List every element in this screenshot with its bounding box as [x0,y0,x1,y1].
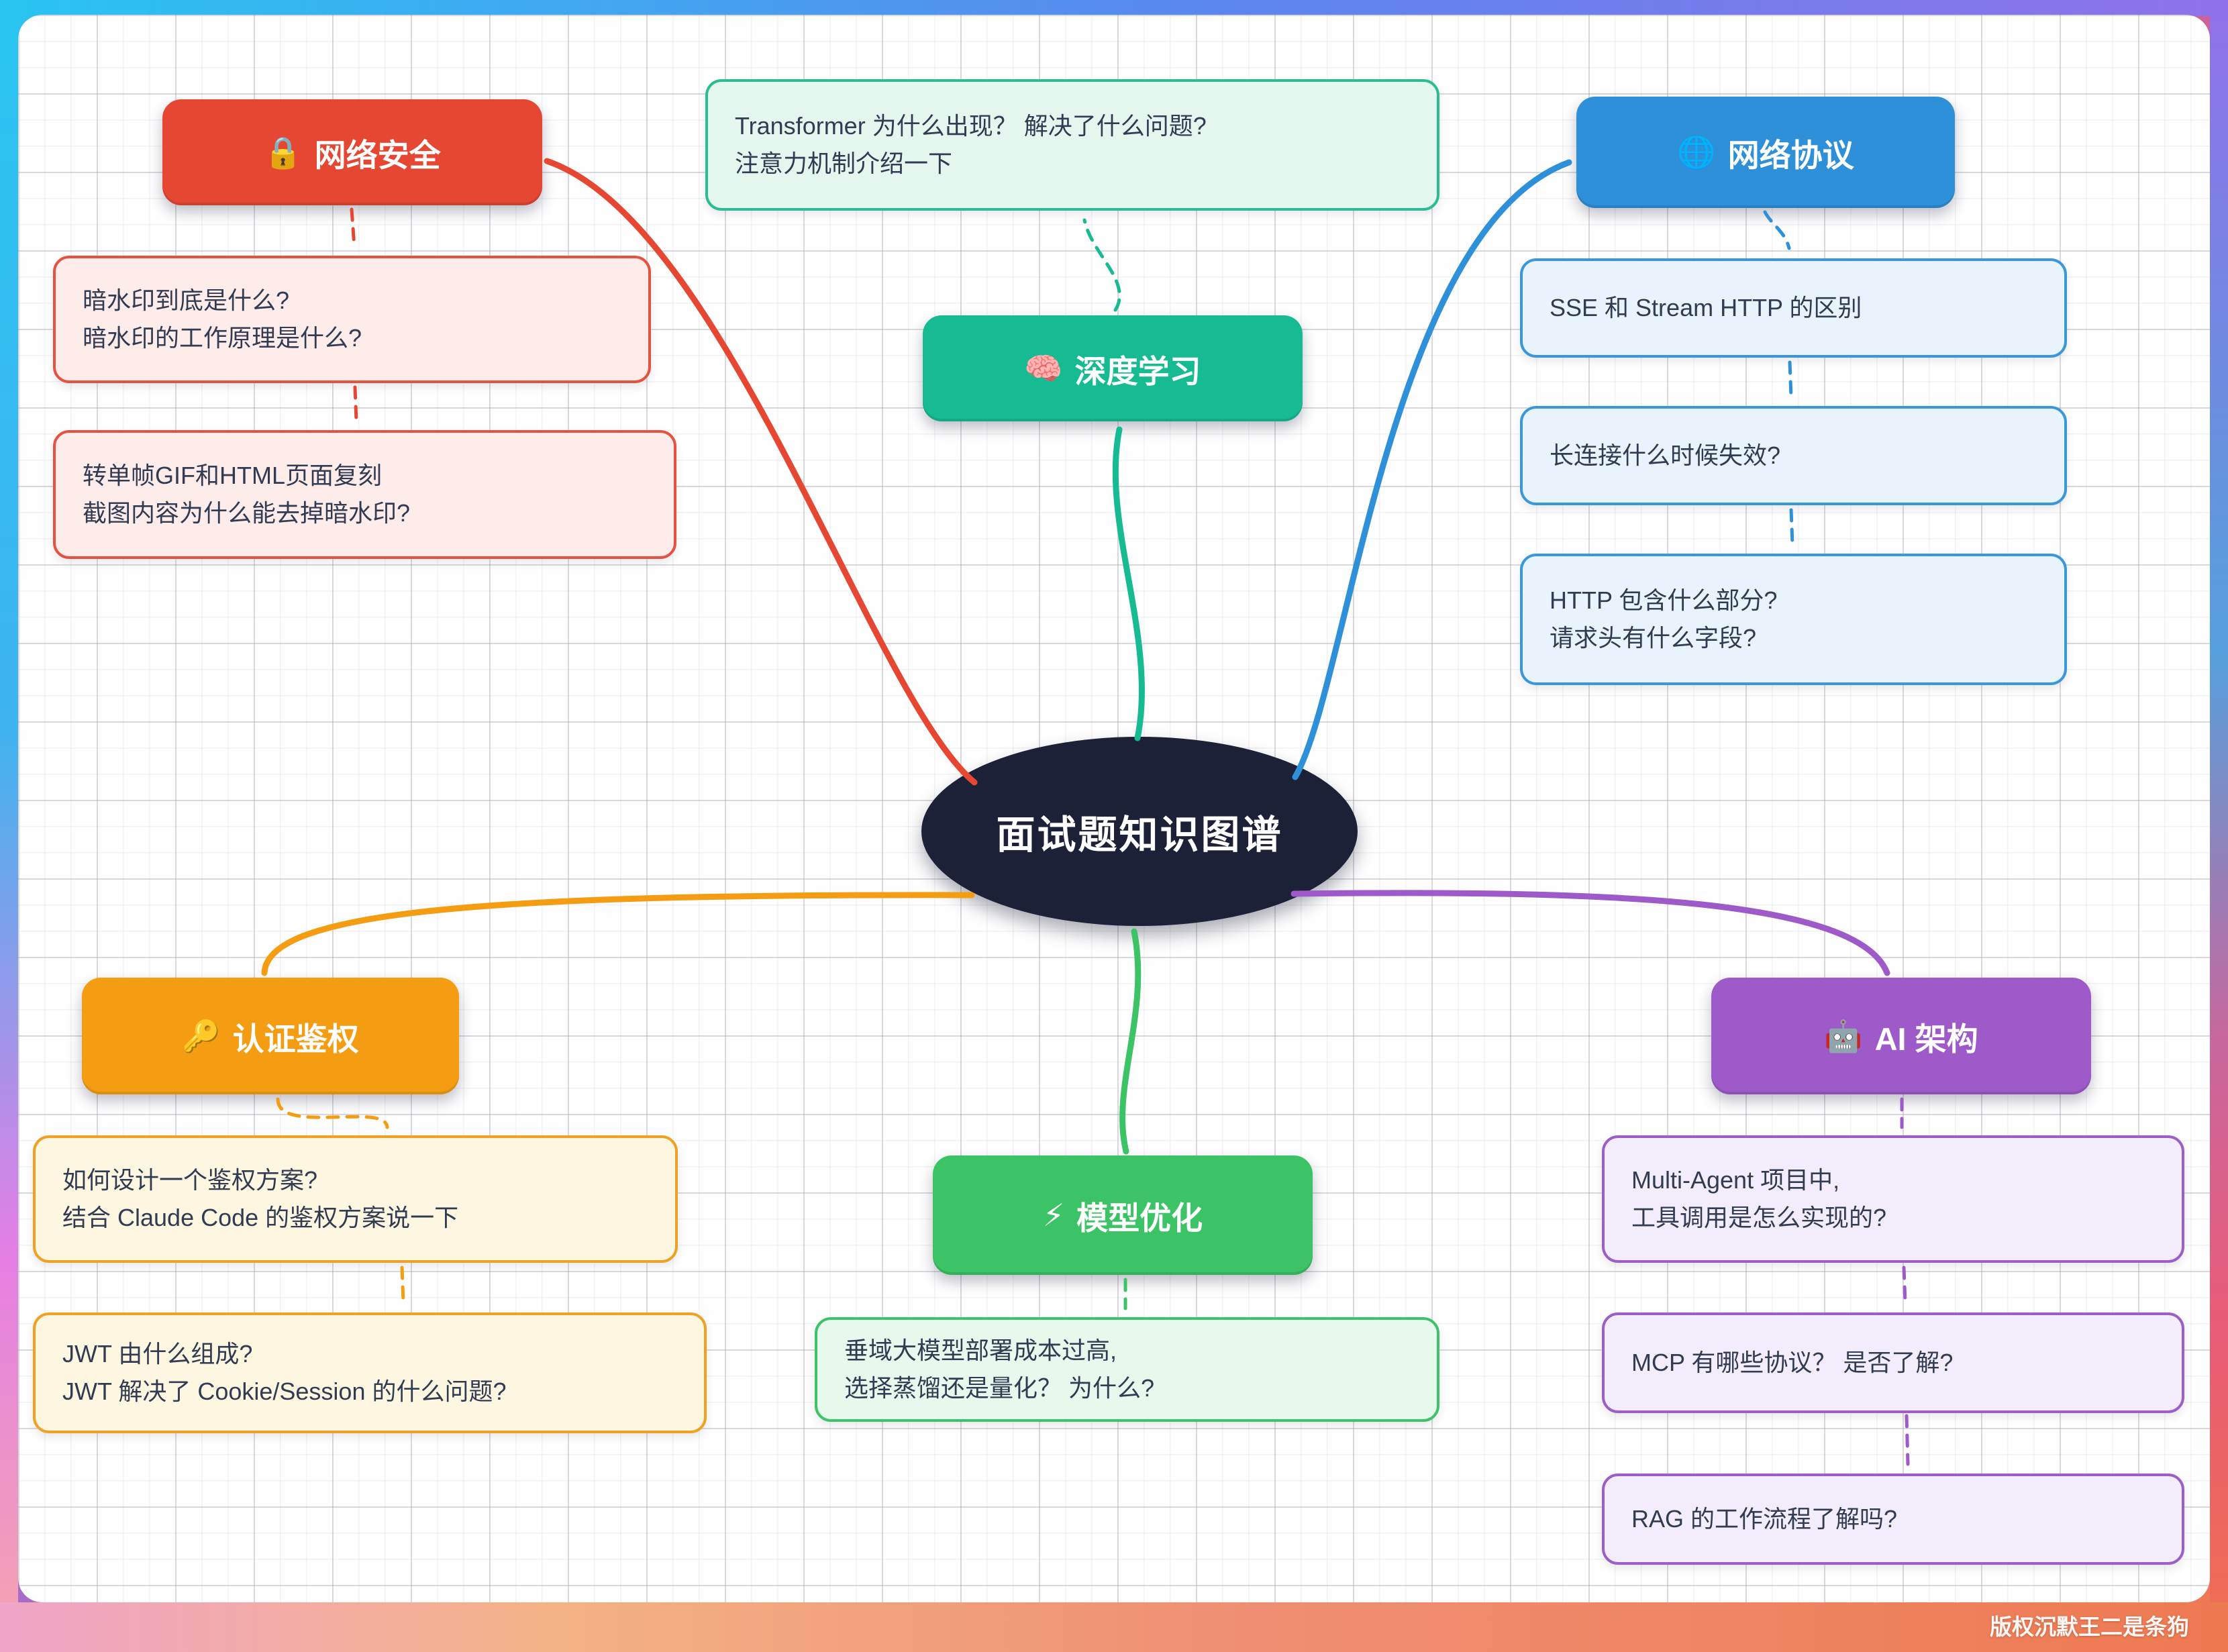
question-aiarch-3[interactable]: RAG 的工作流程了解吗? [1602,1474,2184,1565]
question-optimization-1[interactable]: 垂域大模型部署成本过高, 选择蒸馏还是量化？ 为什么? [815,1317,1439,1422]
lightning-icon: ⚡ [1042,1198,1065,1233]
question-auth-1[interactable]: 如何设计一个鉴权方案? 结合 Claude Code 的鉴权方案说一下 [33,1135,678,1263]
question-protocol-3[interactable]: HTTP 包含什么部分? 请求头有什么字段? [1520,554,2067,685]
center-node-label: 面试题知识图谱 [996,813,1283,857]
question-auth-2[interactable]: JWT 由什么组成? JWT 解决了 Cookie/Session 的什么问题? [33,1312,707,1433]
question-security-2[interactable]: 转单帧GIF和HTML页面复刻 截图内容为什么能去掉暗水印? [53,430,676,559]
frame-bottom [0,1602,2228,1652]
question-text: HTTP 包含什么部分? 请求头有什么字段? [1550,586,1778,652]
question-text: 暗水印到底是什么? 暗水印的工作原理是什么? [83,287,362,352]
branch-optimization[interactable]: ⚡ 模型优化 [933,1155,1313,1275]
question-text: 长连接什么时候失效? [1550,442,1781,470]
question-text: 转单帧GIF和HTML页面复刻 截图内容为什么能去掉暗水印? [83,462,411,527]
branch-security[interactable]: 🔒 网络安全 [162,99,542,205]
robot-icon: 🤖 [1824,1019,1863,1053]
question-text: MCP 有哪些协议？ 是否了解? [1631,1349,1954,1377]
branch-security-label: 网络安全 [314,137,441,173]
question-text: RAG 的工作流程了解吗? [1631,1505,1898,1533]
globe-icon: 🌐 [1677,135,1716,170]
question-text: SSE 和 Stream HTTP 的区别 [1550,294,1862,322]
brain-icon: 🧠 [1024,351,1063,386]
frame-top [0,0,2228,16]
branch-auth[interactable]: 🔑 认证鉴权 [82,978,459,1094]
question-aiarch-2[interactable]: MCP 有哪些协议？ 是否了解? [1602,1312,2184,1413]
branch-aiarch[interactable]: 🤖 AI 架构 [1711,978,2091,1094]
branch-auth-label: 认证鉴权 [232,1021,359,1057]
question-text: 垂域大模型部署成本过高, 选择蒸馏还是量化？ 为什么? [844,1337,1155,1402]
branch-deeplearning[interactable]: 🧠 深度学习 [923,315,1303,421]
copyright-watermark: 版权沉默王二是条狗 [1990,1614,2189,1639]
center-node[interactable]: 面试题知识图谱 [921,737,1358,926]
question-aiarch-1[interactable]: Multi-Agent 项目中, 工具调用是怎么实现的? [1602,1135,2184,1263]
branch-aiarch-label: AI 架构 [1874,1021,1978,1057]
question-protocol-2[interactable]: 长连接什么时候失效? [1520,406,2067,505]
question-text: 如何设计一个鉴权方案? 结合 Claude Code 的鉴权方案说一下 [62,1166,459,1231]
branch-protocol[interactable]: 🌐 网络协议 [1576,97,1955,208]
question-text: Multi-Agent 项目中, 工具调用是怎么实现的? [1631,1166,1887,1231]
frame-right [2210,15,2228,1602]
branch-deeplearning-label: 深度学习 [1074,353,1201,389]
frame-left [0,15,18,1602]
question-text: Transformer 为什么出现？ 解决了什么问题? 注意力机制介绍一下 [735,112,1207,177]
question-deeplearning-1[interactable]: Transformer 为什么出现？ 解决了什么问题? 注意力机制介绍一下 [705,79,1439,211]
branch-protocol-label: 网络协议 [1727,137,1854,173]
question-security-1[interactable]: 暗水印到底是什么? 暗水印的工作原理是什么? [53,256,651,383]
question-protocol-1[interactable]: SSE 和 Stream HTTP 的区别 [1520,258,2067,358]
lock-icon: 🔒 [264,135,303,170]
branch-optimization-label: 模型优化 [1076,1200,1203,1236]
key-icon: 🔑 [182,1019,221,1053]
question-text: JWT 由什么组成? JWT 解决了 Cookie/Session 的什么问题? [62,1340,507,1405]
